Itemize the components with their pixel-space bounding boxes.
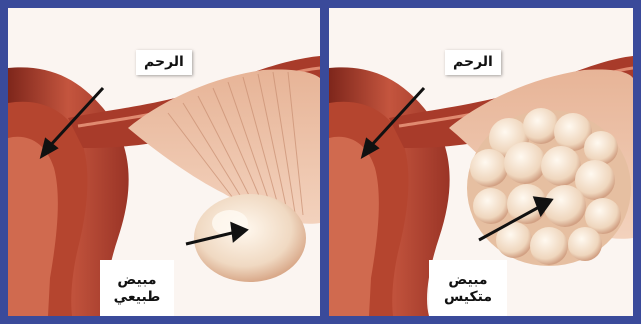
ovary-label-line2: متكيس (439, 289, 497, 306)
ovary-label-line1: مبيض (110, 272, 164, 289)
panel-polycystic-ovary: الرحم مبيض متكيس (329, 8, 633, 316)
ovary-label: مبيض متكيس (429, 260, 507, 316)
uterus-label: الرحم (445, 50, 501, 75)
ovary-label-line1: مبيض (439, 272, 497, 289)
ovary-label-line2: طبيعي (110, 289, 164, 306)
uterus-label: الرحم (136, 50, 192, 75)
panel-normal-ovary: الرحم مبيض طبيعي (8, 8, 320, 316)
ovary-label: مبيض طبيعي (100, 260, 174, 316)
